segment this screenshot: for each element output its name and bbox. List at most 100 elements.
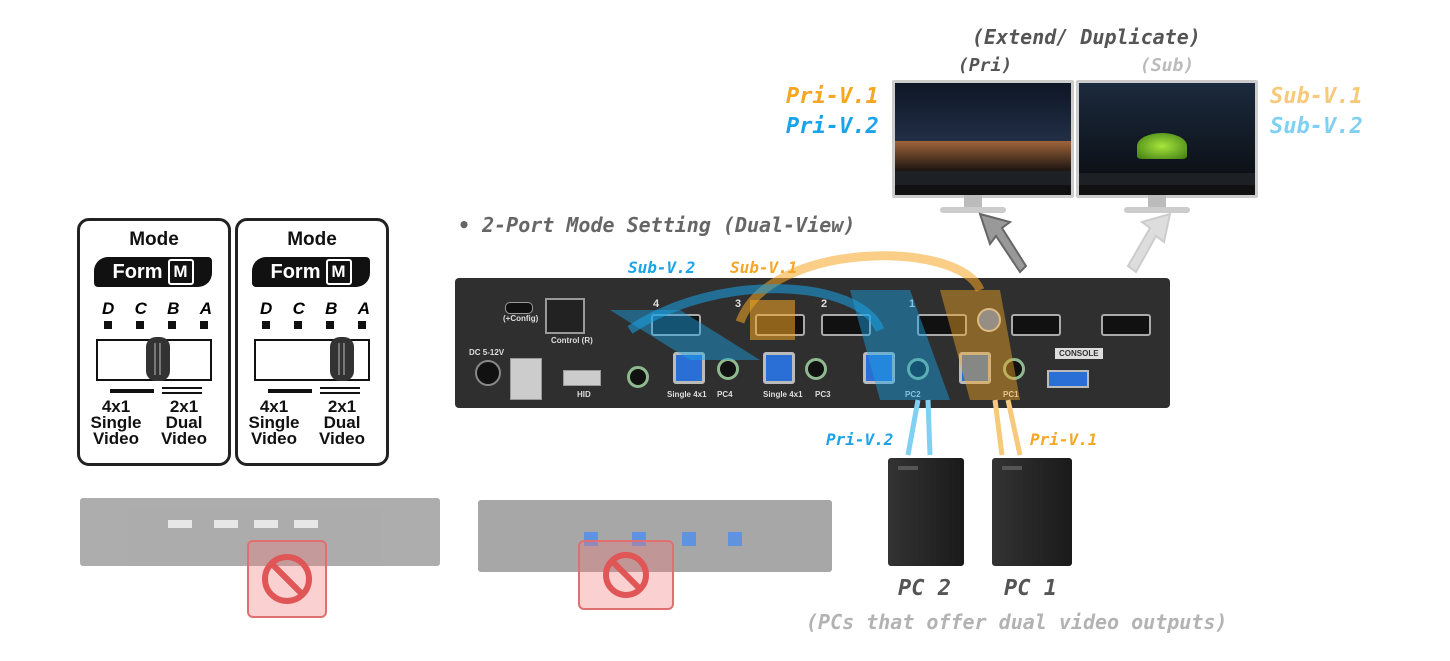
- usb-b-port-2: [863, 352, 895, 384]
- sub-v1-label: Sub-V.1: [1270, 84, 1363, 109]
- no-icon-rear: [578, 540, 674, 610]
- form-key: M: [167, 259, 194, 285]
- pc2-label: PC2: [905, 390, 921, 399]
- letter-c: C: [292, 299, 305, 318]
- option-2x1-line2: Video: [319, 429, 365, 448]
- extend-duplicate-caption: (Extend/ Duplicate): [972, 25, 1201, 49]
- usb-c-port: [505, 302, 533, 314]
- usb-3-port: [1047, 370, 1089, 388]
- switch-letters: D C B A: [102, 299, 212, 319]
- secondary-monitor: [1076, 80, 1258, 198]
- hdmi-console-1: [1011, 314, 1061, 336]
- option-4x1-code: 4x1: [259, 397, 289, 416]
- audio-jack-1: [1003, 358, 1025, 380]
- switch-knob: [330, 337, 354, 381]
- dual-bar: [162, 387, 202, 389]
- pri-v1-wire-b: [1005, 399, 1023, 456]
- dc-label: DC 5-12V: [469, 348, 505, 357]
- hdmi-port-2: [821, 314, 871, 336]
- option-2x1: 2x1 Dual Video: [312, 397, 372, 448]
- sub-monitor-label: (Sub): [1140, 55, 1195, 76]
- pc4-label: PC4: [717, 390, 733, 399]
- usb-b-port-1: [959, 352, 991, 384]
- letter-b: B: [325, 299, 338, 318]
- kvm-rear-panel: (+Config) Control (R) DC 5-12V HID 4 3 2…: [455, 278, 1170, 408]
- pri-v2-wire-a: [905, 399, 921, 456]
- arrows: [978, 212, 1172, 274]
- option-4x1-line2: Video: [93, 429, 139, 448]
- pc2-label: PC 2: [898, 576, 951, 601]
- control-port: [545, 298, 585, 334]
- option-2x1-line1: Dual: [165, 413, 203, 432]
- pri-v1-overlay: [940, 290, 1020, 400]
- letter-c: C: [134, 299, 147, 318]
- usb-a-stack: [510, 358, 542, 400]
- usb-b-port-3: [763, 352, 795, 384]
- cable-label-pri-v2: Pri-V.2: [826, 430, 894, 449]
- audio-jack-2: [907, 358, 929, 380]
- audio-jack-3: [805, 358, 827, 380]
- pri-v2-wire-b: [925, 399, 933, 456]
- sub-v1-overlay: [750, 300, 795, 340]
- option-4x1-line1: Single: [90, 413, 142, 432]
- option-4x1: 4x1 Single Video: [244, 397, 304, 447]
- primary-monitor-stand: [964, 195, 982, 209]
- slide-switch: [254, 337, 370, 381]
- form-label: Form: [112, 261, 163, 283]
- option-2x1-code: 2x1: [327, 397, 357, 416]
- cable-label-sub-v1: Sub-V.1: [730, 258, 798, 277]
- option-2x1-line2: Video: [161, 429, 207, 448]
- pri-v1-label: Pri-V.1: [786, 84, 879, 109]
- usb-a-hid: [563, 370, 601, 386]
- cable-label-sub-v2: Sub-V.2: [628, 258, 696, 277]
- letter-a: A: [357, 299, 370, 318]
- port-number-4: 4: [653, 298, 660, 310]
- option-2x1-code: 2x1: [169, 397, 199, 416]
- option-4x1-line1: Single: [248, 413, 300, 432]
- single-bar: [268, 389, 312, 393]
- arrow-to-primary-icon: [978, 212, 1028, 274]
- control-label: Control (R): [551, 336, 593, 345]
- switch-knob: [146, 337, 170, 381]
- port-number-1: 1: [909, 298, 916, 310]
- no-icon-front: [247, 540, 327, 618]
- sub-v2-label: Sub-V.2: [1270, 114, 1363, 139]
- console-label: CONSOLE: [1055, 348, 1103, 359]
- arrow-to-secondary-icon: [1126, 212, 1172, 274]
- option-4x1: 4x1 Single Video: [86, 397, 146, 448]
- mode-label: Mode: [129, 229, 179, 250]
- pri-monitor-label: (Pri): [958, 55, 1013, 76]
- single-4x1-label-a: Single 4x1: [667, 390, 707, 399]
- switch-letters: D C B A: [260, 299, 370, 319]
- mode-label: Mode: [287, 229, 337, 250]
- hdmi-console-2: [1101, 314, 1151, 336]
- pc1-tower: [992, 458, 1072, 566]
- option-2x1: 2x1 Dual Video: [154, 397, 214, 448]
- form-label: Form: [270, 261, 321, 283]
- section-title: • 2-Port Mode Setting (Dual-View): [458, 213, 856, 237]
- port-number-2: 2: [821, 298, 828, 310]
- option-4x1-code: 4x1: [101, 397, 131, 416]
- audio-jack: [627, 366, 649, 388]
- letter-b: B: [167, 299, 180, 318]
- sub-v2-overlay: [610, 310, 760, 360]
- switch-dots: [262, 321, 366, 329]
- footnote: (PCs that offer dual video outputs): [806, 610, 1228, 634]
- primary-monitor: [892, 80, 1074, 198]
- audio-jack-4: [717, 358, 739, 380]
- pc3-label: PC3: [815, 390, 831, 399]
- slide-switch: [96, 337, 212, 381]
- sub-v2-cable: [627, 284, 885, 334]
- pc1-label: PC1: [1003, 390, 1019, 399]
- rear-panel-small-device: [478, 500, 832, 572]
- letter-d: D: [102, 299, 115, 318]
- dc-jack: [475, 360, 501, 386]
- letter-a: A: [199, 299, 212, 318]
- hid-label: HID: [577, 390, 591, 399]
- hdmi-port-1: [917, 314, 967, 336]
- usb-b-port-4: [673, 352, 705, 384]
- switch-dots: [104, 321, 208, 329]
- pc1-label: PC 1: [1004, 576, 1057, 601]
